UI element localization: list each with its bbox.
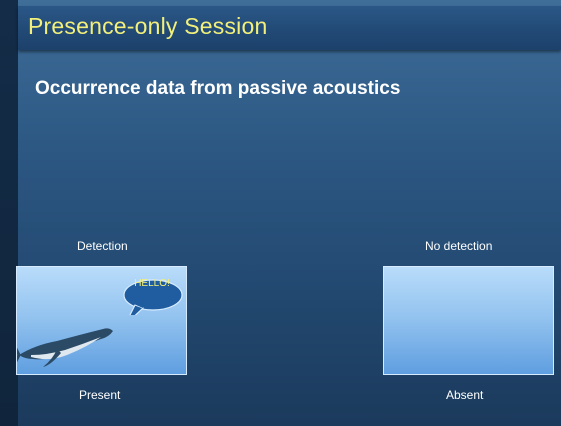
slide-left-strip [0,0,18,426]
present-label: Present [79,388,121,402]
humpback-whale-icon [17,328,113,367]
detection-label: Detection [77,239,128,253]
speech-bubble-icon [123,279,183,315]
title-bar [18,6,561,50]
bubble-text: HELLO! [134,278,170,289]
absent-label: Absent [446,388,484,402]
slide-subtitle: Occurrence data from passive acoustics [35,78,401,99]
no-detection-label: No detection [425,239,493,253]
no-detection-panel [383,266,554,375]
slide-title: Presence-only Session [28,13,268,39]
detection-panel: HELLO! [16,266,187,375]
